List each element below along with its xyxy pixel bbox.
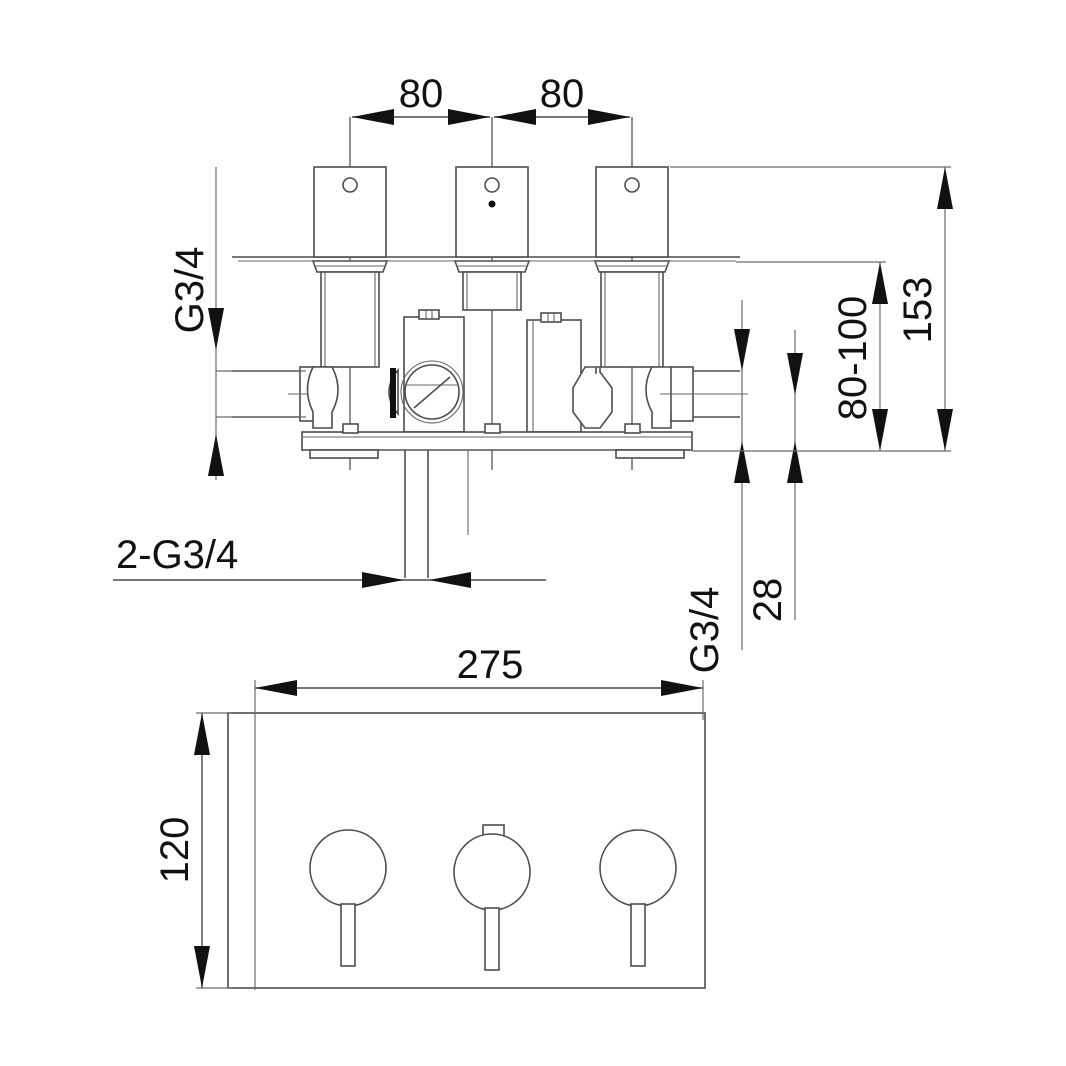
front-plate-view: 275 120 <box>153 643 706 990</box>
arrowhead-up <box>937 167 953 209</box>
dimension-153: 153 <box>670 166 953 452</box>
valve-head-right <box>593 166 671 368</box>
base-foot-left <box>309 449 379 459</box>
cartridge-seal <box>390 368 396 418</box>
valve-head-pin <box>488 200 496 208</box>
valve-head-left <box>311 166 389 368</box>
dimension-g34-left: G3/4 <box>168 167 306 480</box>
outlet-legs <box>404 450 469 578</box>
center-cartridge-body <box>526 319 582 433</box>
handle-lever[interactable] <box>630 903 646 967</box>
dimension-label-g34-right: G3/4 <box>683 587 727 674</box>
arrowhead-up <box>208 434 224 476</box>
valve-stem-barrel <box>462 271 522 311</box>
valve-stem-barrel <box>600 271 664 368</box>
valve-head-hole <box>342 177 358 193</box>
handle-lever[interactable] <box>484 907 500 971</box>
dimension-label-275: 275 <box>457 643 524 687</box>
handle-right[interactable] <box>599 829 677 967</box>
handle-left[interactable] <box>309 829 387 967</box>
arrowhead-right <box>362 572 404 588</box>
arrowhead-left <box>429 572 471 588</box>
arrowhead-down <box>734 329 750 371</box>
cartridge-cap <box>418 309 440 320</box>
arrowhead-down <box>194 946 210 988</box>
dimension-label-2-g34: 2-G3/4 <box>116 533 238 577</box>
arrowhead-up <box>194 713 210 755</box>
valve-head-body <box>455 166 529 258</box>
side-section-view: 80 80 <box>113 72 953 673</box>
dimension-80-100: 80-100 <box>736 261 888 451</box>
dimension-2-g34: 2-G3/4 <box>113 533 546 588</box>
arrowhead-right <box>661 680 703 696</box>
handle-lever[interactable] <box>340 903 356 967</box>
dimension-label-153: 153 <box>896 277 940 344</box>
base-foot-right <box>615 449 685 459</box>
dimension-spacing-80-right: 80 <box>494 72 630 125</box>
handle-center[interactable] <box>453 824 531 971</box>
arrowhead-left <box>494 109 536 125</box>
center-lower-body <box>572 366 613 429</box>
dimension-g34-right: G3/4 <box>683 300 750 673</box>
base-plate-assembly <box>301 423 693 459</box>
arrowhead-up <box>787 441 803 483</box>
handle-knob[interactable] <box>309 829 387 907</box>
dimension-label-80-left: 80 <box>399 72 444 116</box>
arrowhead-up <box>872 262 888 304</box>
arrowhead-down <box>208 308 224 350</box>
cartridge-dial-ring <box>400 360 464 424</box>
inlet-body-curve <box>306 366 339 429</box>
dimension-120: 120 <box>153 712 232 989</box>
dimension-275: 275 <box>254 643 704 990</box>
center-cartridge <box>526 312 582 433</box>
dimension-label-120: 120 <box>153 817 197 884</box>
valve-head-hole <box>624 177 640 193</box>
base-stud-left <box>342 423 359 434</box>
handle-knob[interactable] <box>453 833 531 911</box>
dimension-28: 28 <box>746 330 803 622</box>
arrowhead-right <box>448 109 490 125</box>
arrowhead-down <box>937 409 953 451</box>
dimension-label-80-right: 80 <box>540 72 585 116</box>
valve-head-center <box>453 166 531 311</box>
cartridge-dial-pointer <box>413 376 451 409</box>
base-stud-center <box>484 423 501 434</box>
valve-stem-barrel <box>320 271 380 368</box>
arrowhead-left <box>255 680 297 696</box>
arrowhead-right <box>588 109 630 125</box>
dimension-label-80-100: 80-100 <box>831 296 875 421</box>
thermostat-cartridge <box>388 309 465 433</box>
arrowhead-left <box>352 109 394 125</box>
dimension-label-g34-left: G3/4 <box>168 247 212 334</box>
center-lower-octagon <box>572 366 613 429</box>
arrowhead-down <box>872 409 888 451</box>
dimension-spacing-80-left: 80 <box>352 72 490 125</box>
arrowhead-up <box>734 441 750 483</box>
arrowhead-down <box>787 353 803 395</box>
valve-head-hole <box>484 177 500 193</box>
base-plate <box>301 431 693 451</box>
dimension-label-28: 28 <box>746 578 790 623</box>
handle-knob[interactable] <box>599 829 677 907</box>
inlet-port-right <box>645 366 748 429</box>
base-stud-right <box>624 423 641 434</box>
center-cartridge-cap <box>540 312 562 323</box>
